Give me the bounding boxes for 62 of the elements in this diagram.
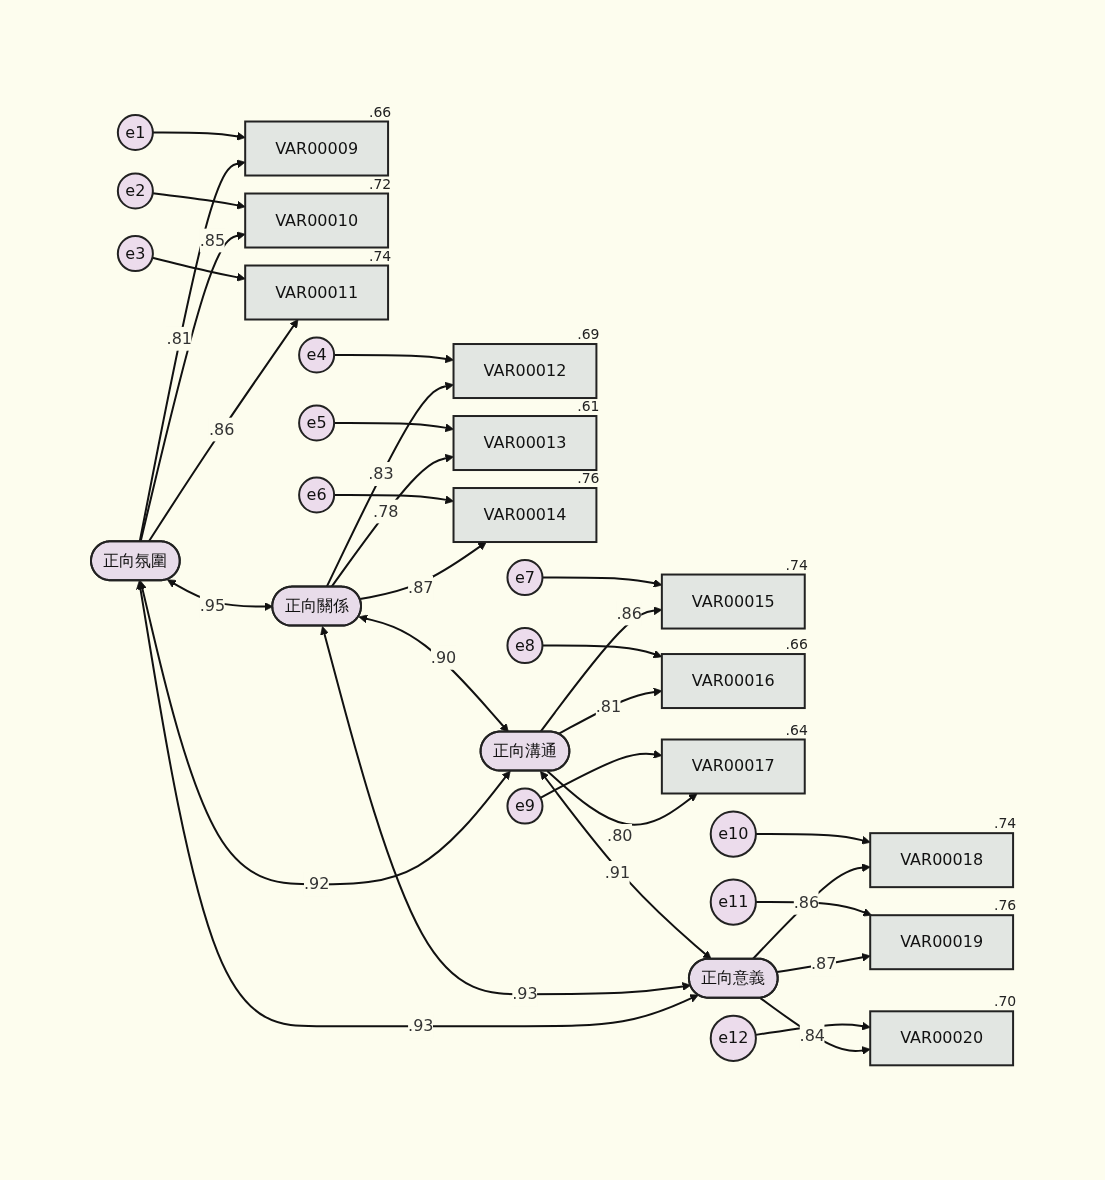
node-circle: e2 [117,172,155,210]
node-circle: e12 [710,1014,758,1062]
r-squared-value: .61 [577,397,600,414]
edge-label: .86 [209,419,235,439]
r-squared-value: .69 [577,325,600,342]
node-circle: e7 [506,558,544,596]
node-box: VAR00016 [661,652,807,709]
node-box: VAR00010 [244,192,390,249]
edge-label: .92 [304,874,330,894]
arrow [359,541,488,600]
r-squared-value: .76 [577,469,600,486]
node-circle: e11 [710,878,758,926]
node-box: VAR00015 [661,573,807,630]
edge-label: .93 [512,984,539,1004]
node-box: VAR00009 [244,120,390,177]
edge-label: .90 [431,647,457,667]
edge-label: .91 [605,862,631,882]
node-box: VAR00017 [661,738,807,795]
r-squared-value: .74 [994,815,1017,831]
edge-label: .81 [596,696,622,716]
r-squared-value: .66 [369,106,392,120]
node-box: VAR00014 [453,486,598,543]
edge-label: .86 [794,892,820,912]
node-box: VAR00018 [869,832,1015,888]
edge-label: .80 [607,825,634,845]
node-circle: e6 [298,476,336,514]
arrow [148,318,299,543]
arrow [539,606,663,733]
node-box: VAR00011 [244,264,390,321]
r-squared-value: .74 [369,247,392,264]
edge-label: .95 [200,595,226,615]
arrow [359,614,510,733]
edge-label: .87 [811,954,837,974]
edge-label: .85 [200,230,226,250]
edge-label: .93 [408,1016,434,1036]
node-box: VAR00020 [869,1010,1015,1067]
node-circle: e8 [506,626,544,664]
node-box: VAR00019 [869,914,1015,971]
node-circle: e1 [117,113,155,151]
node-circle: e5 [298,404,336,442]
arrow [540,770,713,960]
node-circle: e9 [506,787,544,825]
node-circle: e4 [298,336,336,374]
edge-label: .83 [368,463,395,483]
arrow [558,687,663,735]
arrow [539,749,663,799]
node-circle: e3 [117,234,155,272]
node-box: VAR00012 [453,342,598,399]
r-squared-value: .70 [994,993,1017,1010]
edge-label: .78 [373,501,399,521]
node-box: VAR00013 [453,414,598,471]
r-squared-value: .66 [786,635,809,652]
arrow [546,769,699,826]
r-squared-value: .76 [994,897,1017,914]
node-circle: e10 [710,810,758,858]
r-squared-value: .74 [786,556,809,573]
edge-label: .81 [166,328,193,348]
edge-label: .86 [616,603,643,623]
r-squared-value: .64 [786,721,809,738]
edge-label: .87 [408,577,434,597]
r-squared-value: .72 [369,175,392,192]
edge-label: .84 [800,1025,826,1045]
